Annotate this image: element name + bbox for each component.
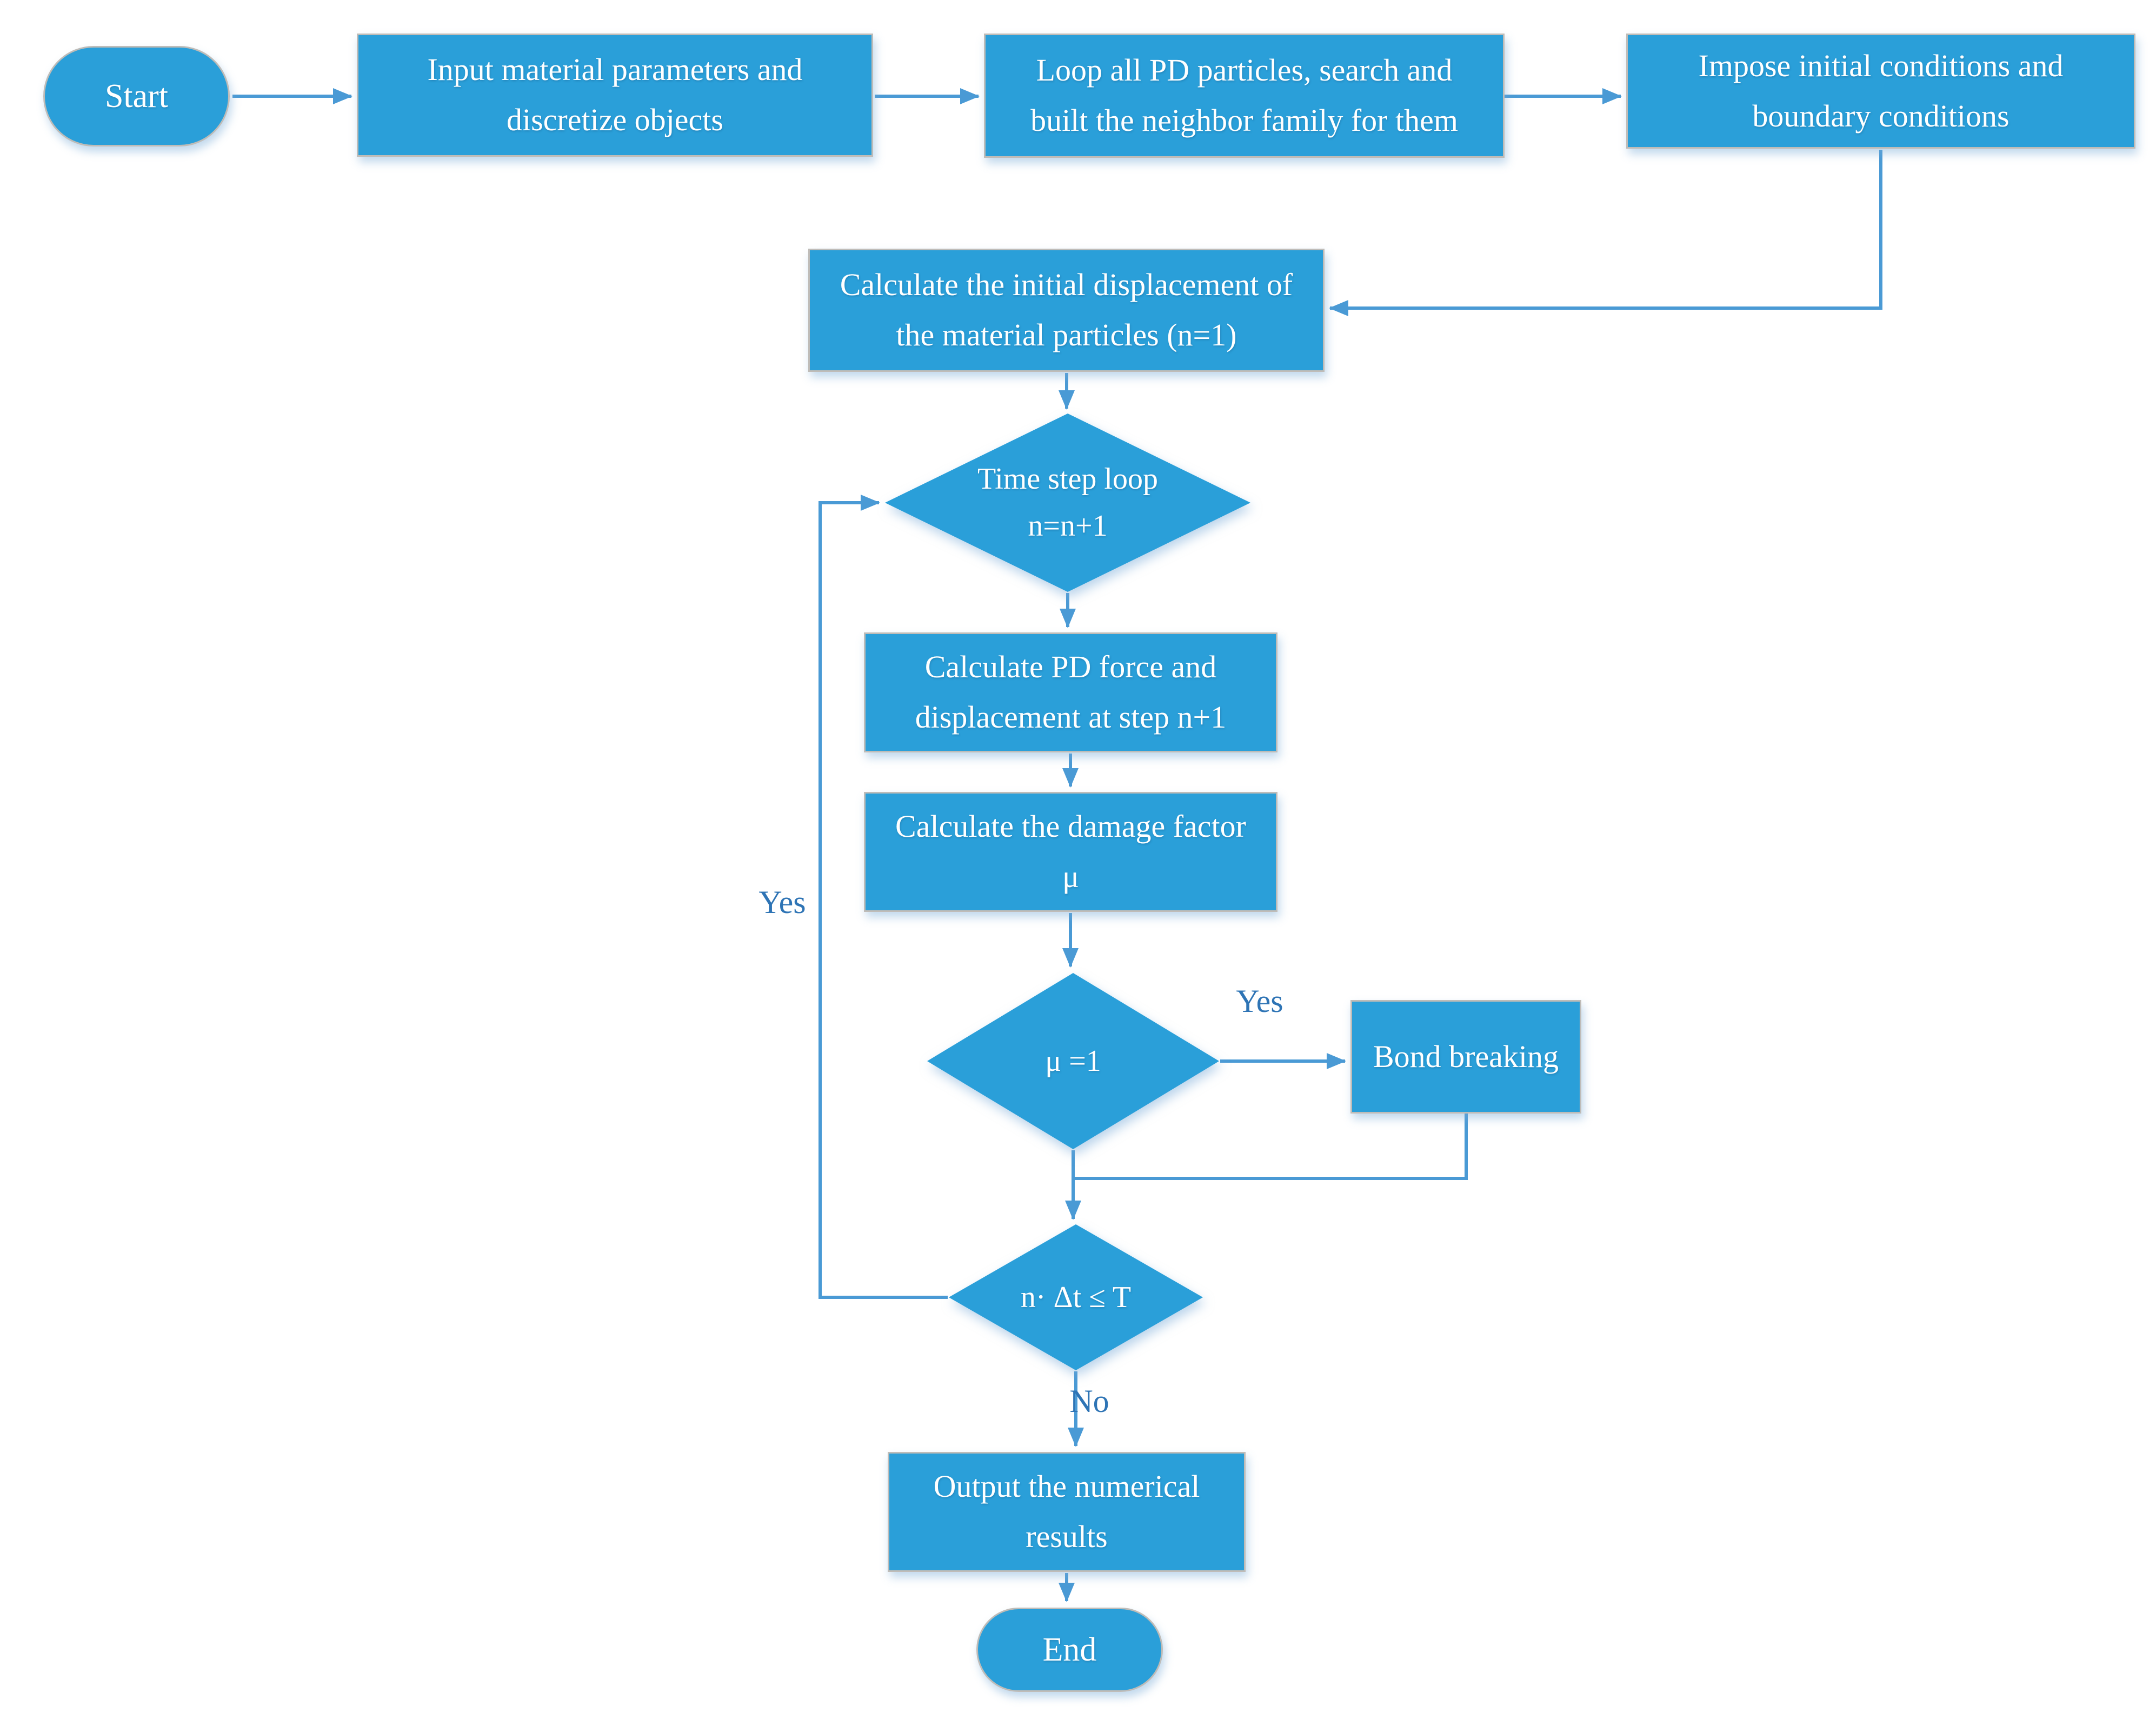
process-loop-particles-label: Loop all PD particles, search and built … xyxy=(1030,52,1458,138)
process-bond-breaking-label: Bond breaking xyxy=(1373,1038,1559,1074)
process-impose-conditions: Impose initial conditions and boundary c… xyxy=(1626,34,2135,149)
decision-time-step-loop-label: Time step loop n=n+1 xyxy=(977,462,1158,543)
process-initial-displacement: Calculate the initial displacement of th… xyxy=(808,249,1325,372)
connector-impose-to-displacement xyxy=(1329,150,1882,316)
decision-mu-check-shape: μ =1 xyxy=(927,973,1219,1149)
terminator-end: End xyxy=(976,1608,1163,1692)
decision-time-check: n· Δt ≤ T xyxy=(949,1224,1203,1370)
process-bond-breaking: Bond breaking xyxy=(1350,1000,1581,1114)
edge-label-yes-bond: Yes xyxy=(1236,983,1283,1019)
process-initial-displacement-label: Calculate the initial displacement of th… xyxy=(840,267,1293,352)
terminator-start-label: Start xyxy=(104,77,169,115)
process-loop-particles: Loop all PD particles, search and built … xyxy=(984,34,1505,158)
process-impose-conditions-label: Impose initial conditions and boundary c… xyxy=(1698,48,2064,134)
process-output-results: Output the numerical results xyxy=(888,1452,1246,1572)
decision-time-step-loop: Time step loop n=n+1 xyxy=(885,414,1250,592)
process-damage-factor-label: Calculate the damage factor μ xyxy=(895,809,1246,894)
process-pd-force: Calculate PD force and displacement at s… xyxy=(864,632,1277,752)
decision-time-check-shape: n· Δt ≤ T xyxy=(949,1224,1203,1370)
terminator-end-label: End xyxy=(1042,1631,1097,1668)
process-input-parameters-label: Input material parameters and discretize… xyxy=(427,52,803,137)
decision-mu-check-label: μ =1 xyxy=(1045,1044,1101,1078)
decision-mu-check: μ =1 xyxy=(927,973,1219,1149)
edge-label-yes-loopback: Yes xyxy=(758,884,806,920)
decision-time-step-loop-shape: Time step loop n=n+1 xyxy=(885,414,1250,592)
process-output-results-label: Output the numerical results xyxy=(933,1469,1200,1554)
process-damage-factor: Calculate the damage factor μ xyxy=(864,792,1277,912)
edge-label-no: No xyxy=(1069,1383,1109,1419)
connector-bond-join xyxy=(1073,1114,1468,1180)
decision-time-check-label: n· Δt ≤ T xyxy=(1020,1280,1132,1314)
terminator-start: Start xyxy=(43,46,230,146)
process-input-parameters: Input material parameters and discretize… xyxy=(357,34,873,157)
process-pd-force-label: Calculate PD force and displacement at s… xyxy=(915,649,1227,735)
connector-timecheck-yes-loopback xyxy=(819,495,948,1299)
